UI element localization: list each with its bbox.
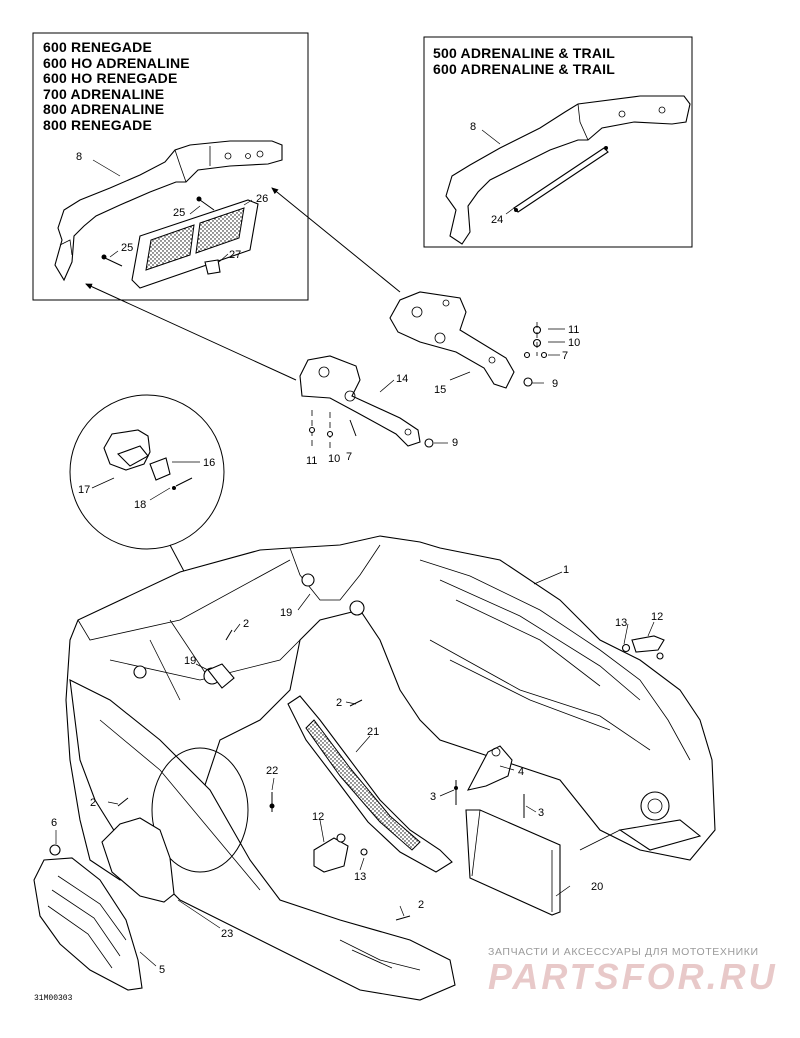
callout-27: 27 bbox=[229, 249, 241, 261]
watermark-logo: PARTSFOR.RU bbox=[488, 956, 778, 997]
callout-12: 12 bbox=[651, 611, 663, 623]
hook-bracket-right bbox=[621, 635, 665, 660]
callout-2: 2 bbox=[336, 697, 342, 709]
hook-bracket-lower bbox=[313, 833, 368, 873]
callout-13: 13 bbox=[354, 871, 366, 883]
callout-25: 25 bbox=[173, 207, 185, 219]
callout-11: 11 bbox=[568, 324, 579, 336]
foam-pad bbox=[465, 809, 561, 916]
variant-box-right bbox=[423, 36, 693, 248]
bracket-hardware bbox=[308, 322, 548, 448]
model-list-right: 500 ADRENALINE & TRAIL 600 ADRENALINE & … bbox=[433, 45, 616, 77]
rail-strip bbox=[287, 695, 453, 873]
callout-15: 15 bbox=[434, 384, 446, 396]
callout-19: 19 bbox=[184, 655, 196, 667]
grille-fasteners bbox=[101, 196, 221, 275]
callout-3: 3 bbox=[430, 791, 436, 803]
callout-3: 3 bbox=[538, 807, 544, 819]
support-bracket bbox=[454, 745, 525, 818]
callout-14: 14 bbox=[396, 373, 408, 385]
callout-2: 2 bbox=[243, 618, 249, 630]
callout-5: 5 bbox=[159, 964, 165, 976]
callout-12: 12 bbox=[312, 811, 324, 823]
callout-23: 23 bbox=[221, 928, 233, 940]
callout-labels: 8 26 25 25 27 8 24 11 10 7 9 15 14 11 10… bbox=[51, 121, 663, 976]
callout-19: 19 bbox=[280, 607, 292, 619]
bracket-right bbox=[389, 291, 515, 389]
detail-circle bbox=[69, 394, 225, 621]
callout-8: 8 bbox=[470, 121, 476, 133]
bumper-left-variant bbox=[54, 140, 283, 282]
model-list-left: 600 RENEGADE 600 HO ADRENALINE 600 HO RE… bbox=[43, 39, 190, 133]
callout-21: 21 bbox=[367, 726, 379, 738]
callout-26: 26 bbox=[256, 193, 268, 205]
callout-17: 17 bbox=[78, 484, 90, 496]
callout-2: 2 bbox=[90, 797, 96, 809]
callout-24: 24 bbox=[491, 214, 503, 226]
tunnel-body bbox=[65, 535, 716, 881]
bumper-right-variant bbox=[445, 95, 691, 245]
watermark-tagline: ЗАПЧАСТИ И АКСЕССУАРЫ ДЛЯ МОТОТЕХНИКИ bbox=[488, 946, 759, 958]
callout-1: 1 bbox=[563, 564, 569, 576]
variant-box-left bbox=[32, 32, 309, 301]
callout-16: 16 bbox=[203, 457, 215, 469]
grille-insert bbox=[131, 199, 259, 289]
callout-2: 2 bbox=[418, 899, 424, 911]
callout-7: 7 bbox=[346, 451, 352, 463]
callout-10: 10 bbox=[328, 453, 340, 465]
drawing-reference: 31M00303 bbox=[34, 994, 73, 1003]
callout-6: 6 bbox=[51, 817, 57, 829]
callout-18: 18 bbox=[134, 499, 146, 511]
vent-louver bbox=[33, 844, 143, 991]
callout-8: 8 bbox=[76, 151, 82, 163]
screws bbox=[117, 629, 411, 921]
callout-9: 9 bbox=[452, 437, 458, 449]
bracket-left bbox=[299, 355, 421, 447]
callout-10: 10 bbox=[568, 337, 580, 349]
callout-4: 4 bbox=[518, 766, 524, 778]
access-cover bbox=[101, 817, 175, 903]
callout-11: 11 bbox=[306, 455, 317, 467]
callout-7: 7 bbox=[562, 350, 568, 362]
callout-9: 9 bbox=[552, 378, 558, 390]
callout-20: 20 bbox=[591, 881, 603, 893]
callout-25: 25 bbox=[121, 242, 133, 254]
callout-13: 13 bbox=[615, 617, 627, 629]
callout-22: 22 bbox=[266, 765, 278, 777]
